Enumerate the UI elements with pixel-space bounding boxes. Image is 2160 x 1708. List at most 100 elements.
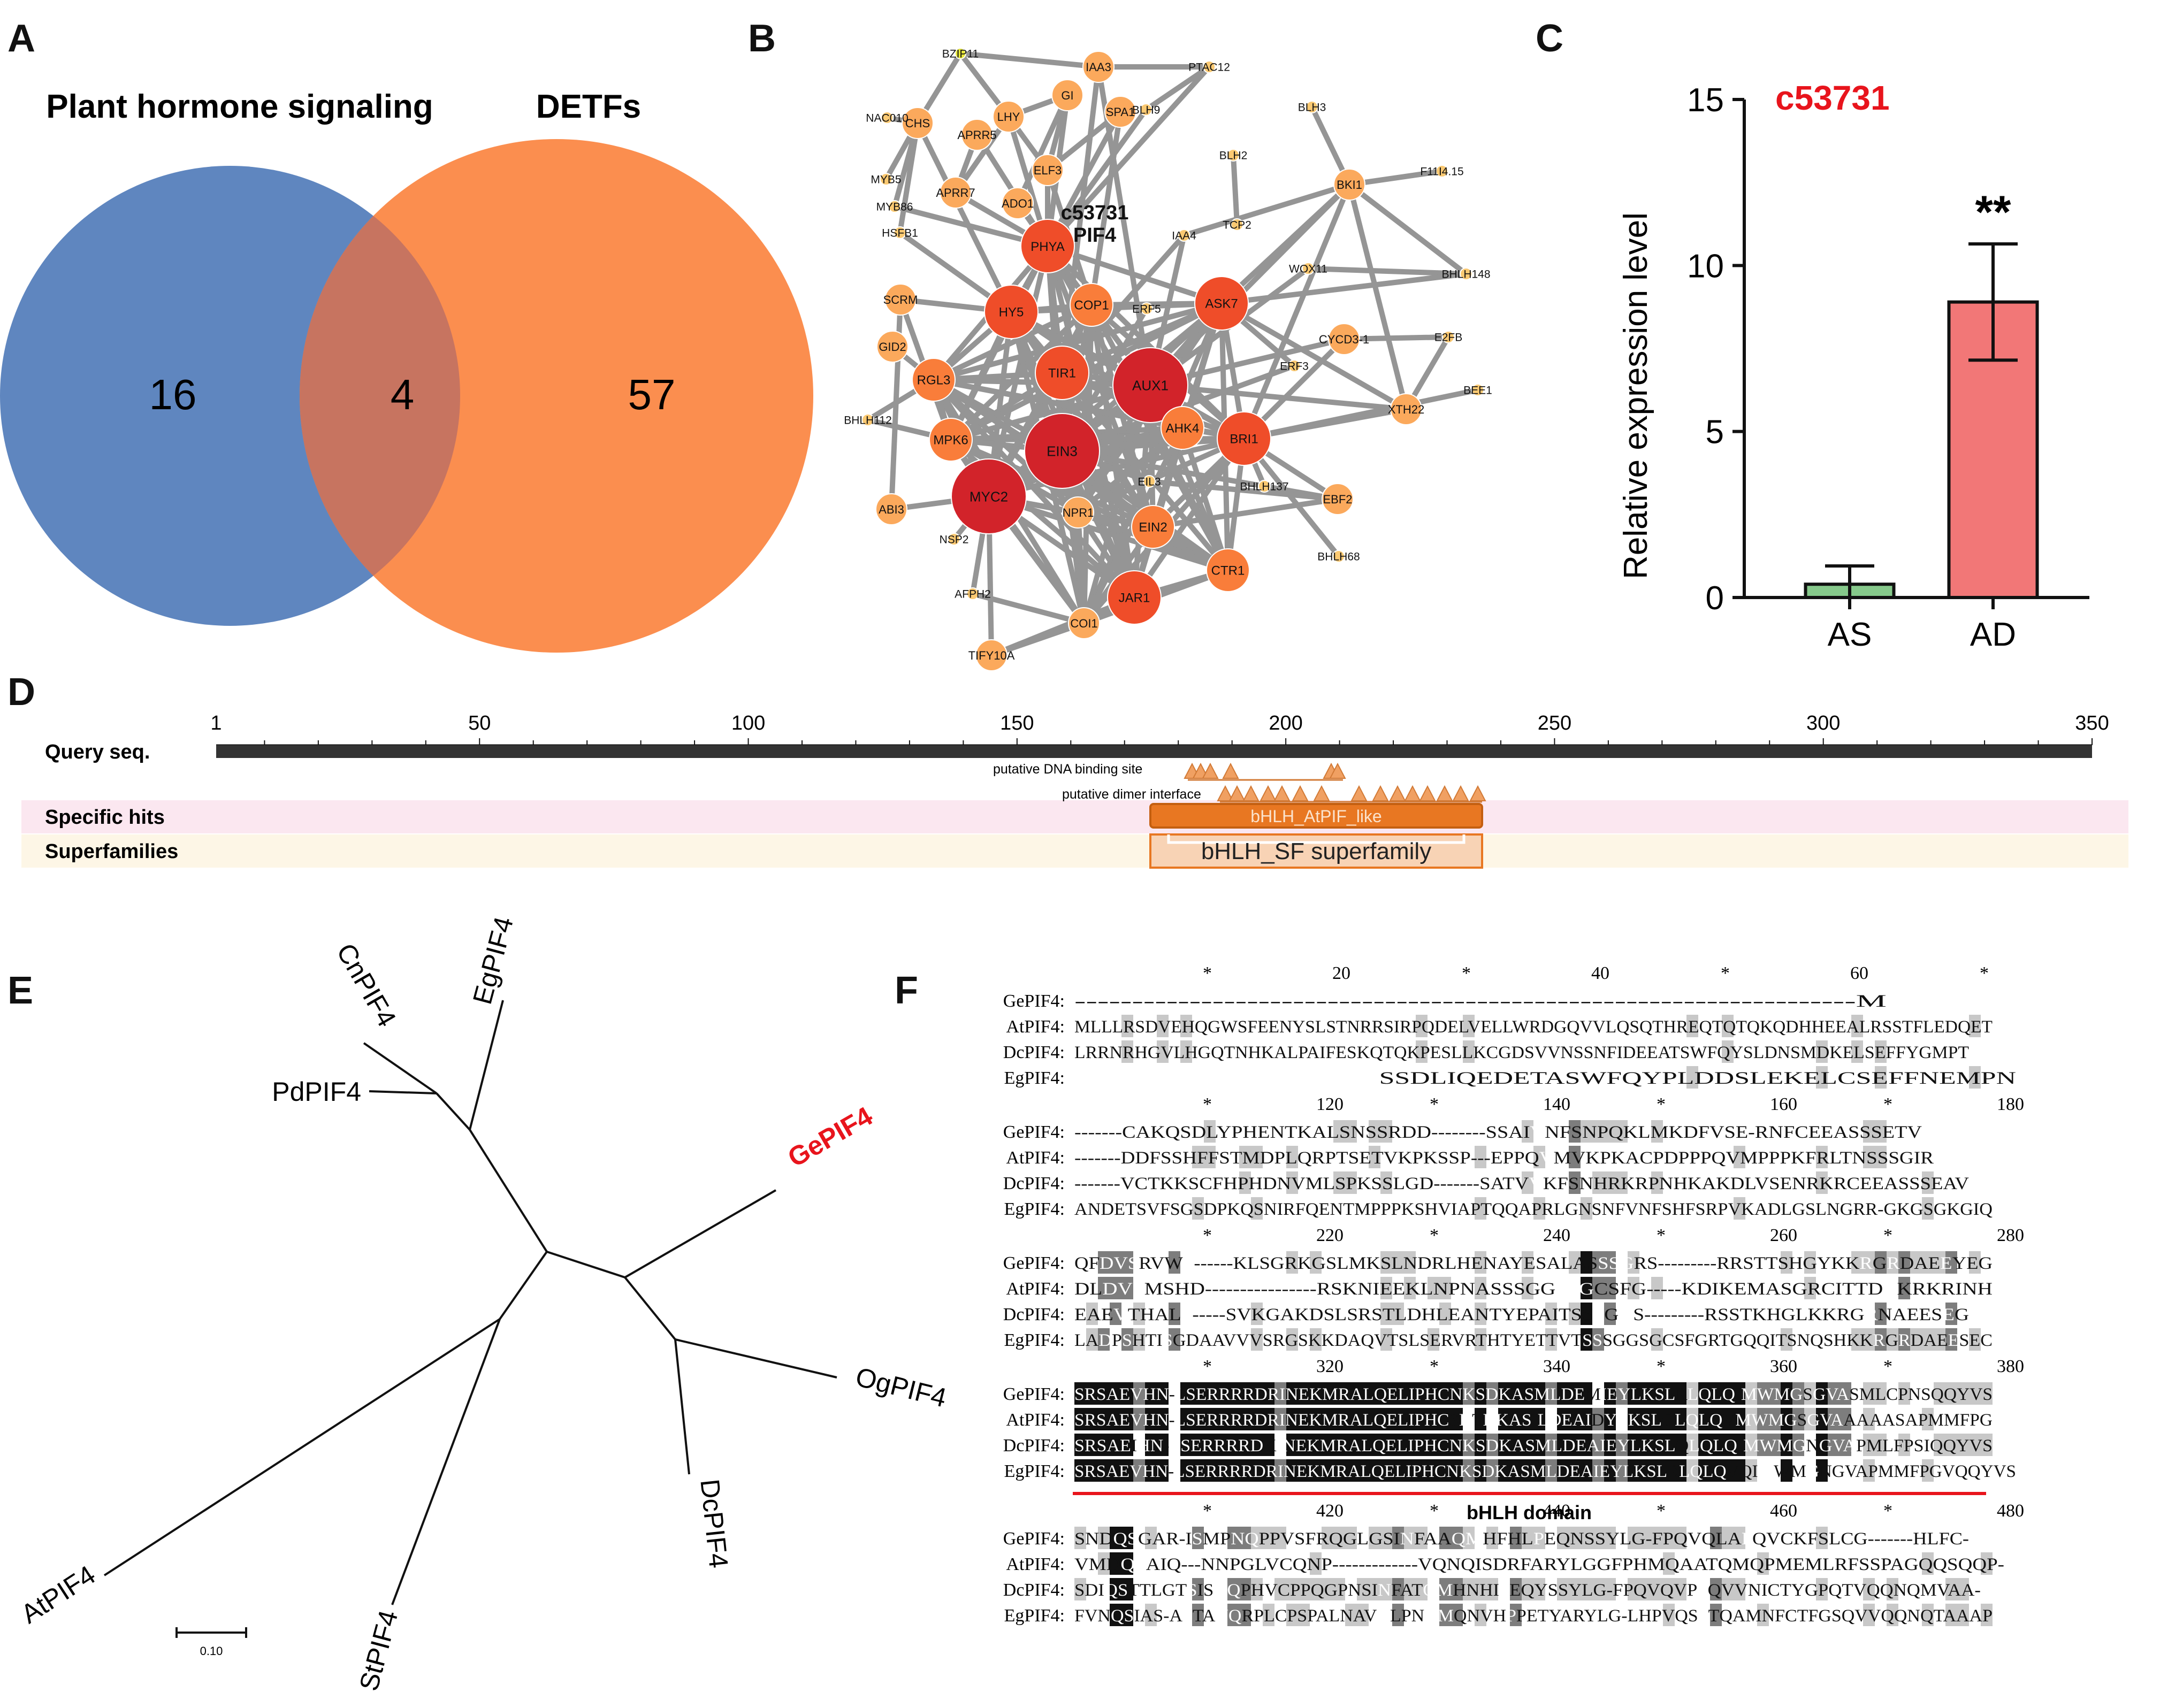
panel-label-c: C <box>1536 17 1563 60</box>
conservation-shade <box>1322 1434 1333 1456</box>
sequence-residues: SRSAEVHN-LSERRRRDRINEKMRALQELIPHCNKSDKAS… <box>1074 1385 1993 1404</box>
network-node-circle <box>902 107 934 139</box>
conservation-shade <box>1475 1604 1486 1626</box>
conservation-shade <box>1592 1459 1604 1482</box>
conservation-shade <box>1098 1277 1110 1299</box>
conservation-shade <box>1416 1578 1428 1600</box>
conservation-shade <box>1557 1382 1569 1405</box>
ruler-mark: * <box>1657 1094 1666 1114</box>
conservation-shade <box>1227 1604 1239 1626</box>
conservation-shade <box>1333 1527 1345 1549</box>
conservation-shade <box>1569 1459 1581 1482</box>
alignment-block-1: *20*40*60*GePIF4:-----------------------… <box>1003 963 2016 1089</box>
network-node-label: TIFY10A <box>968 649 1015 662</box>
venn-overlap-count: 4 <box>391 371 415 418</box>
conservation-shade <box>1286 1251 1298 1274</box>
conservation-shade <box>1392 1459 1404 1482</box>
ruler-mark: 240 <box>1543 1226 1570 1245</box>
conservation-shade <box>1581 1277 1592 1299</box>
conservation-shade <box>1428 1434 1439 1456</box>
conservation-shade <box>1369 1146 1380 1168</box>
conservation-shade <box>1428 1408 1439 1430</box>
conservation-shade <box>1604 1459 1616 1482</box>
conservation-shade <box>1169 1303 1180 1325</box>
conservation-shade <box>1781 1328 1792 1351</box>
conservation-shade <box>1121 1604 1133 1626</box>
conservation-shade <box>1663 1527 1675 1549</box>
conservation-shade <box>1592 1251 1604 1274</box>
conservation-shade <box>1628 1408 1639 1430</box>
network-node-label: BHLH137 <box>1240 481 1288 493</box>
network-node-label: MPK6 <box>933 433 968 448</box>
network-node-phya <box>1020 219 1075 273</box>
conservation-shade <box>1345 1382 1357 1405</box>
sequence-residues: SDIQSTTLGTSISNQPHVCPPQGPNSINFATQMHNHIPEQ… <box>1074 1581 1981 1600</box>
conservation-shade <box>1263 1408 1274 1430</box>
network-node-label: NAC010 <box>866 112 908 125</box>
conservation-shade <box>1875 1040 1887 1063</box>
conservation-shade <box>1663 1408 1675 1430</box>
network-node-ask7: ASK7 <box>1194 276 1249 331</box>
conservation-shade <box>1686 1066 1698 1089</box>
network-node-rgl3: RGL3 <box>912 358 956 402</box>
conservation-shade <box>1698 1434 1710 1456</box>
conservation-shade <box>1369 1408 1380 1430</box>
conservation-shade <box>1110 1303 1121 1325</box>
conservation-shade <box>1651 1328 1663 1351</box>
conservation-shade <box>1369 1120 1380 1143</box>
network-node-label: SPA1 <box>1106 105 1135 119</box>
conservation-shade <box>1416 1459 1428 1482</box>
network-node-circle <box>1306 101 1318 113</box>
network-node-circle <box>1442 331 1455 343</box>
conservation-shade <box>1369 1382 1380 1405</box>
conservation-shade <box>1804 1408 1816 1430</box>
network-node-circle <box>1231 218 1243 231</box>
network-node-cycd3-1: CYCD3-1 <box>1319 323 1369 355</box>
dimer-interface-marker <box>1372 785 1389 801</box>
conservation-shade <box>1428 1328 1439 1351</box>
conservation-shade <box>1239 1578 1251 1600</box>
network-node-label: F11I4.15 <box>1420 166 1463 178</box>
conservation-shade <box>1875 1120 1887 1143</box>
conservation-shade <box>1592 1408 1604 1430</box>
conservation-shade <box>1439 1459 1451 1482</box>
conservation-shade <box>1145 1434 1157 1456</box>
network-node-circle <box>1328 323 1360 355</box>
conservation-shade <box>1898 1277 1910 1299</box>
superfamily-domain <box>1149 833 1483 869</box>
conservation-shade <box>1710 1604 1722 1626</box>
conservation-shade <box>1380 1277 1392 1299</box>
conservation-shade <box>1969 1066 1981 1089</box>
conservation-shade <box>1086 1382 1098 1405</box>
conservation-shade <box>1910 1251 1922 1274</box>
conservation-shade <box>1757 1604 1769 1626</box>
site-markers <box>1184 762 1486 803</box>
conservation-shade <box>1416 1527 1428 1549</box>
conservation-shade <box>1557 1578 1569 1600</box>
conservation-shade <box>1380 1527 1392 1549</box>
conservation-shade <box>1192 1434 1204 1456</box>
dimer-interface-label: putative dimer interface <box>1062 787 1201 802</box>
conservation-shade <box>1439 1408 1451 1430</box>
conservation-shade <box>1451 1459 1463 1482</box>
conservation-shade <box>1616 1120 1628 1143</box>
network-node-circle <box>1460 267 1472 280</box>
conservation-shade <box>1863 1382 1875 1405</box>
conservation-shade <box>1286 1382 1298 1405</box>
network-node-tir1: TIR1 <box>1035 346 1089 400</box>
ruler-mark: 320 <box>1316 1357 1344 1376</box>
dimer-interface-marker <box>1273 785 1291 801</box>
conservation-shade <box>1792 1434 1804 1456</box>
conservation-shade <box>1074 1459 1086 1482</box>
sequence-name: DcPIF4: <box>1003 1305 1065 1324</box>
network-node-label: NSP2 <box>940 534 969 546</box>
conservation-shade <box>1286 1459 1298 1482</box>
conservation-shade <box>1934 1251 1945 1274</box>
conservation-shade <box>1404 1578 1416 1600</box>
ruler-mark: * <box>1462 963 1471 983</box>
network-node-label: AFPH2 <box>955 588 991 601</box>
network-node-circle <box>966 587 979 600</box>
